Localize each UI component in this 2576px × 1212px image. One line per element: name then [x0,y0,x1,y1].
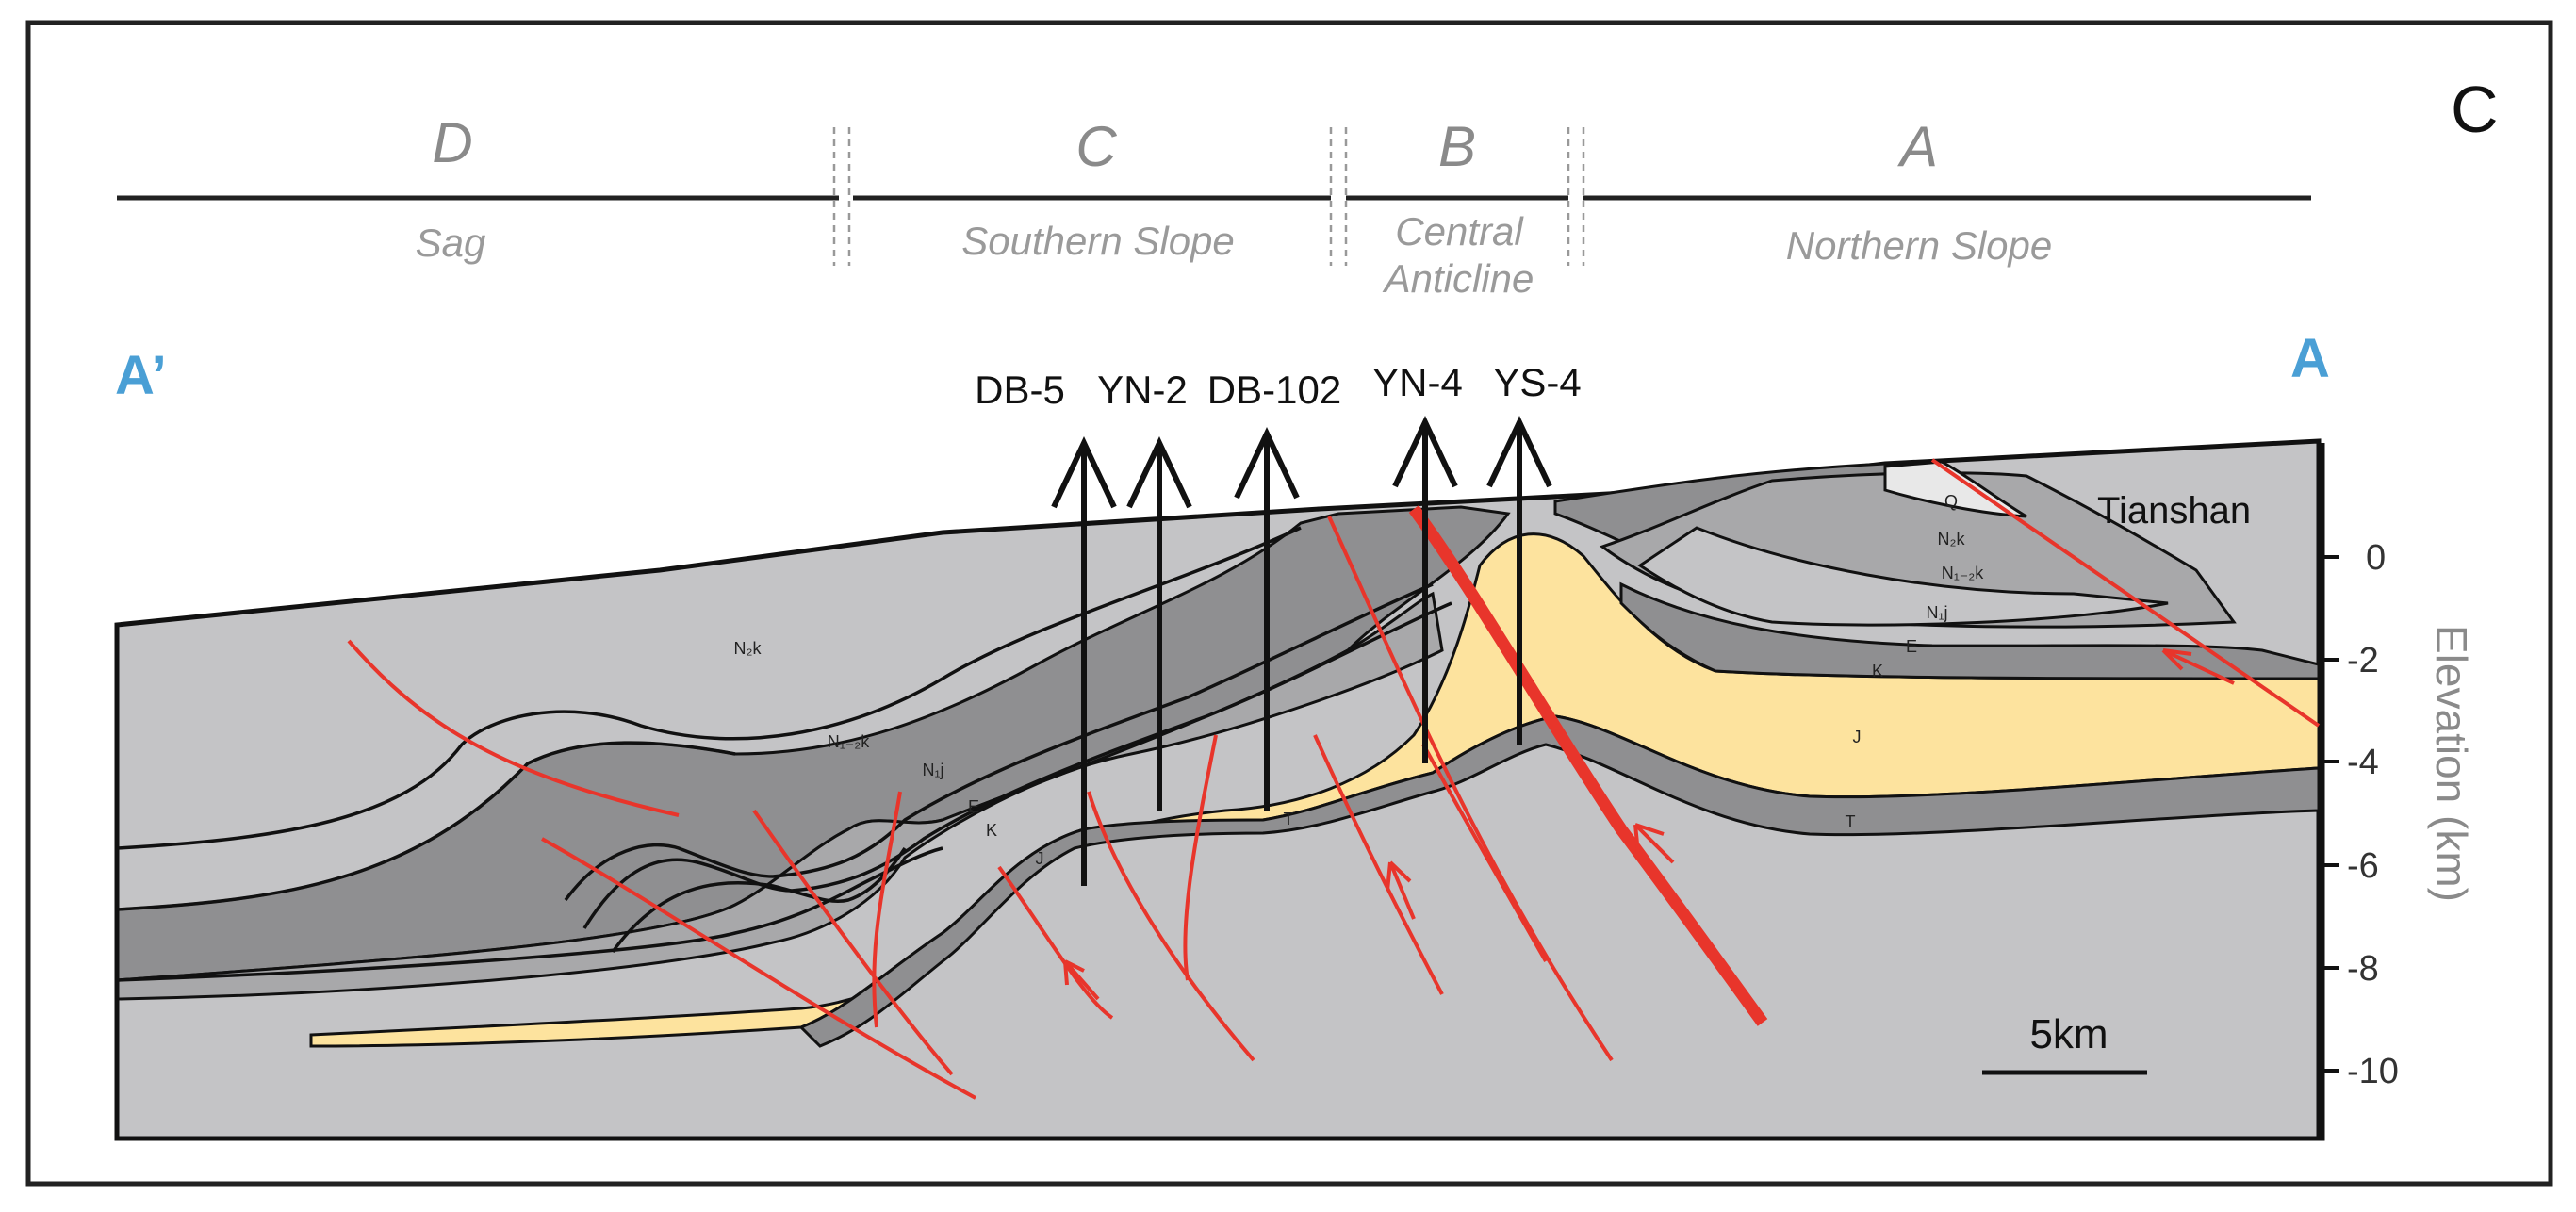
zone-letter-d: D [432,111,472,174]
unit-t-north: T [1846,812,1856,831]
layer-north-band-4 [1619,581,2321,680]
well-ys4 [1486,415,1552,745]
scale-bar-label: 5km [2029,1011,2108,1057]
unit-q-north: Q [1944,492,1958,511]
layer-n1j [115,591,1444,1001]
unit-t-central: T [1284,810,1294,828]
fault-10 [1421,744,1548,962]
unit-e-sag: E [968,797,979,816]
zone-name-sag: Sag [416,221,486,265]
fault-1 [347,639,680,817]
section-end-left: A’ [115,345,167,406]
well-yn4 [1392,415,1458,763]
well-label-yn4: YN-4 [1372,360,1463,404]
well-label-ys4: YS-4 [1493,360,1581,404]
fault-4 [872,791,902,1028]
fault-2 [541,837,976,1100]
zone-name-central-line1: Central [1395,209,1524,254]
tick-label-2: -2 [2347,641,2379,680]
zone-header: D Sag C Southern Slope B Central Anticli… [117,111,2311,301]
section-bottom-mask [117,1138,2322,1144]
fault-motion-arrows [1063,648,2235,1001]
unit-k-sag: K [986,821,997,840]
well-db5 [1051,435,1117,886]
layer-q [1883,460,2027,518]
well-yn2 [1126,435,1192,811]
fault-7 [1183,734,1218,981]
unit-n1j-north: N₁j [1926,603,1947,622]
layer-north-band-3 [1637,526,2169,627]
tick-label-6: -6 [2347,846,2379,886]
fault-8 [1313,734,1444,995]
zone-name-central-line2: Anticline [1382,256,1534,301]
well-label-yn2: YN-2 [1097,368,1188,412]
tick-label-10: -10 [2347,1052,2399,1091]
fault-9 [1327,516,1614,1062]
zone-name-northern-slope: Northern Slope [1786,223,2053,268]
section-end-right: A [2290,328,2330,389]
zone-divider [832,127,1585,266]
tick-label-0: 0 [2366,538,2386,578]
layer-t [798,714,2321,1048]
unit-labels: N₂k N₁₋₂k N₁j E K J T Q N₂k N₁₋₂k N₁j E … [734,492,1985,868]
unit-n12k-north: N₁₋₂k [1942,564,1985,582]
wells [1051,415,1552,886]
unit-j-north: J [1853,728,1862,746]
unit-n2k-north: N₂k [1938,530,1966,549]
zone-letter-b: B [1438,115,1476,178]
faults [347,458,2321,1100]
tick-label-4: -4 [2347,743,2379,782]
place-label-tianshan: Tianshan [2097,490,2251,532]
section-frame [114,443,2325,1141]
zone-letter-c: C [1075,115,1117,178]
zone-letter-a: A [1897,115,1938,178]
zone-name-southern-slope: Southern Slope [961,219,1235,263]
panel-label: C [2451,73,2499,146]
tick-label-8: -8 [2347,949,2379,989]
unit-j-sag: J [1036,849,1044,868]
fault-5 [997,865,1114,1020]
scale-bar: 5km [1982,1011,2147,1075]
well-label-db102: DB-102 [1207,368,1341,412]
axis-ticks [2322,555,2339,1073]
well-label-db5: DB-5 [975,368,1065,412]
well-db102 [1234,426,1300,811]
unit-n2k-sag: N₂k [734,639,763,658]
elevation-axis: 0 -2 -4 -6 -8 -10 Elevation (km) [2322,538,2476,1091]
horizons [116,526,1452,982]
axis-title: Elevation (km) [2427,625,2476,902]
fault-3 [752,809,954,1076]
unit-n1j-sag: N₁j [922,761,943,779]
fault-11 [1930,458,2321,728]
unit-e-north: E [1906,637,1917,656]
main-thrust-fault [1408,505,1768,1026]
unit-n12k-sag: N₁₋₂k [828,732,871,751]
fault-6 [1087,791,1255,1062]
unit-k-north: K [1872,662,1883,680]
